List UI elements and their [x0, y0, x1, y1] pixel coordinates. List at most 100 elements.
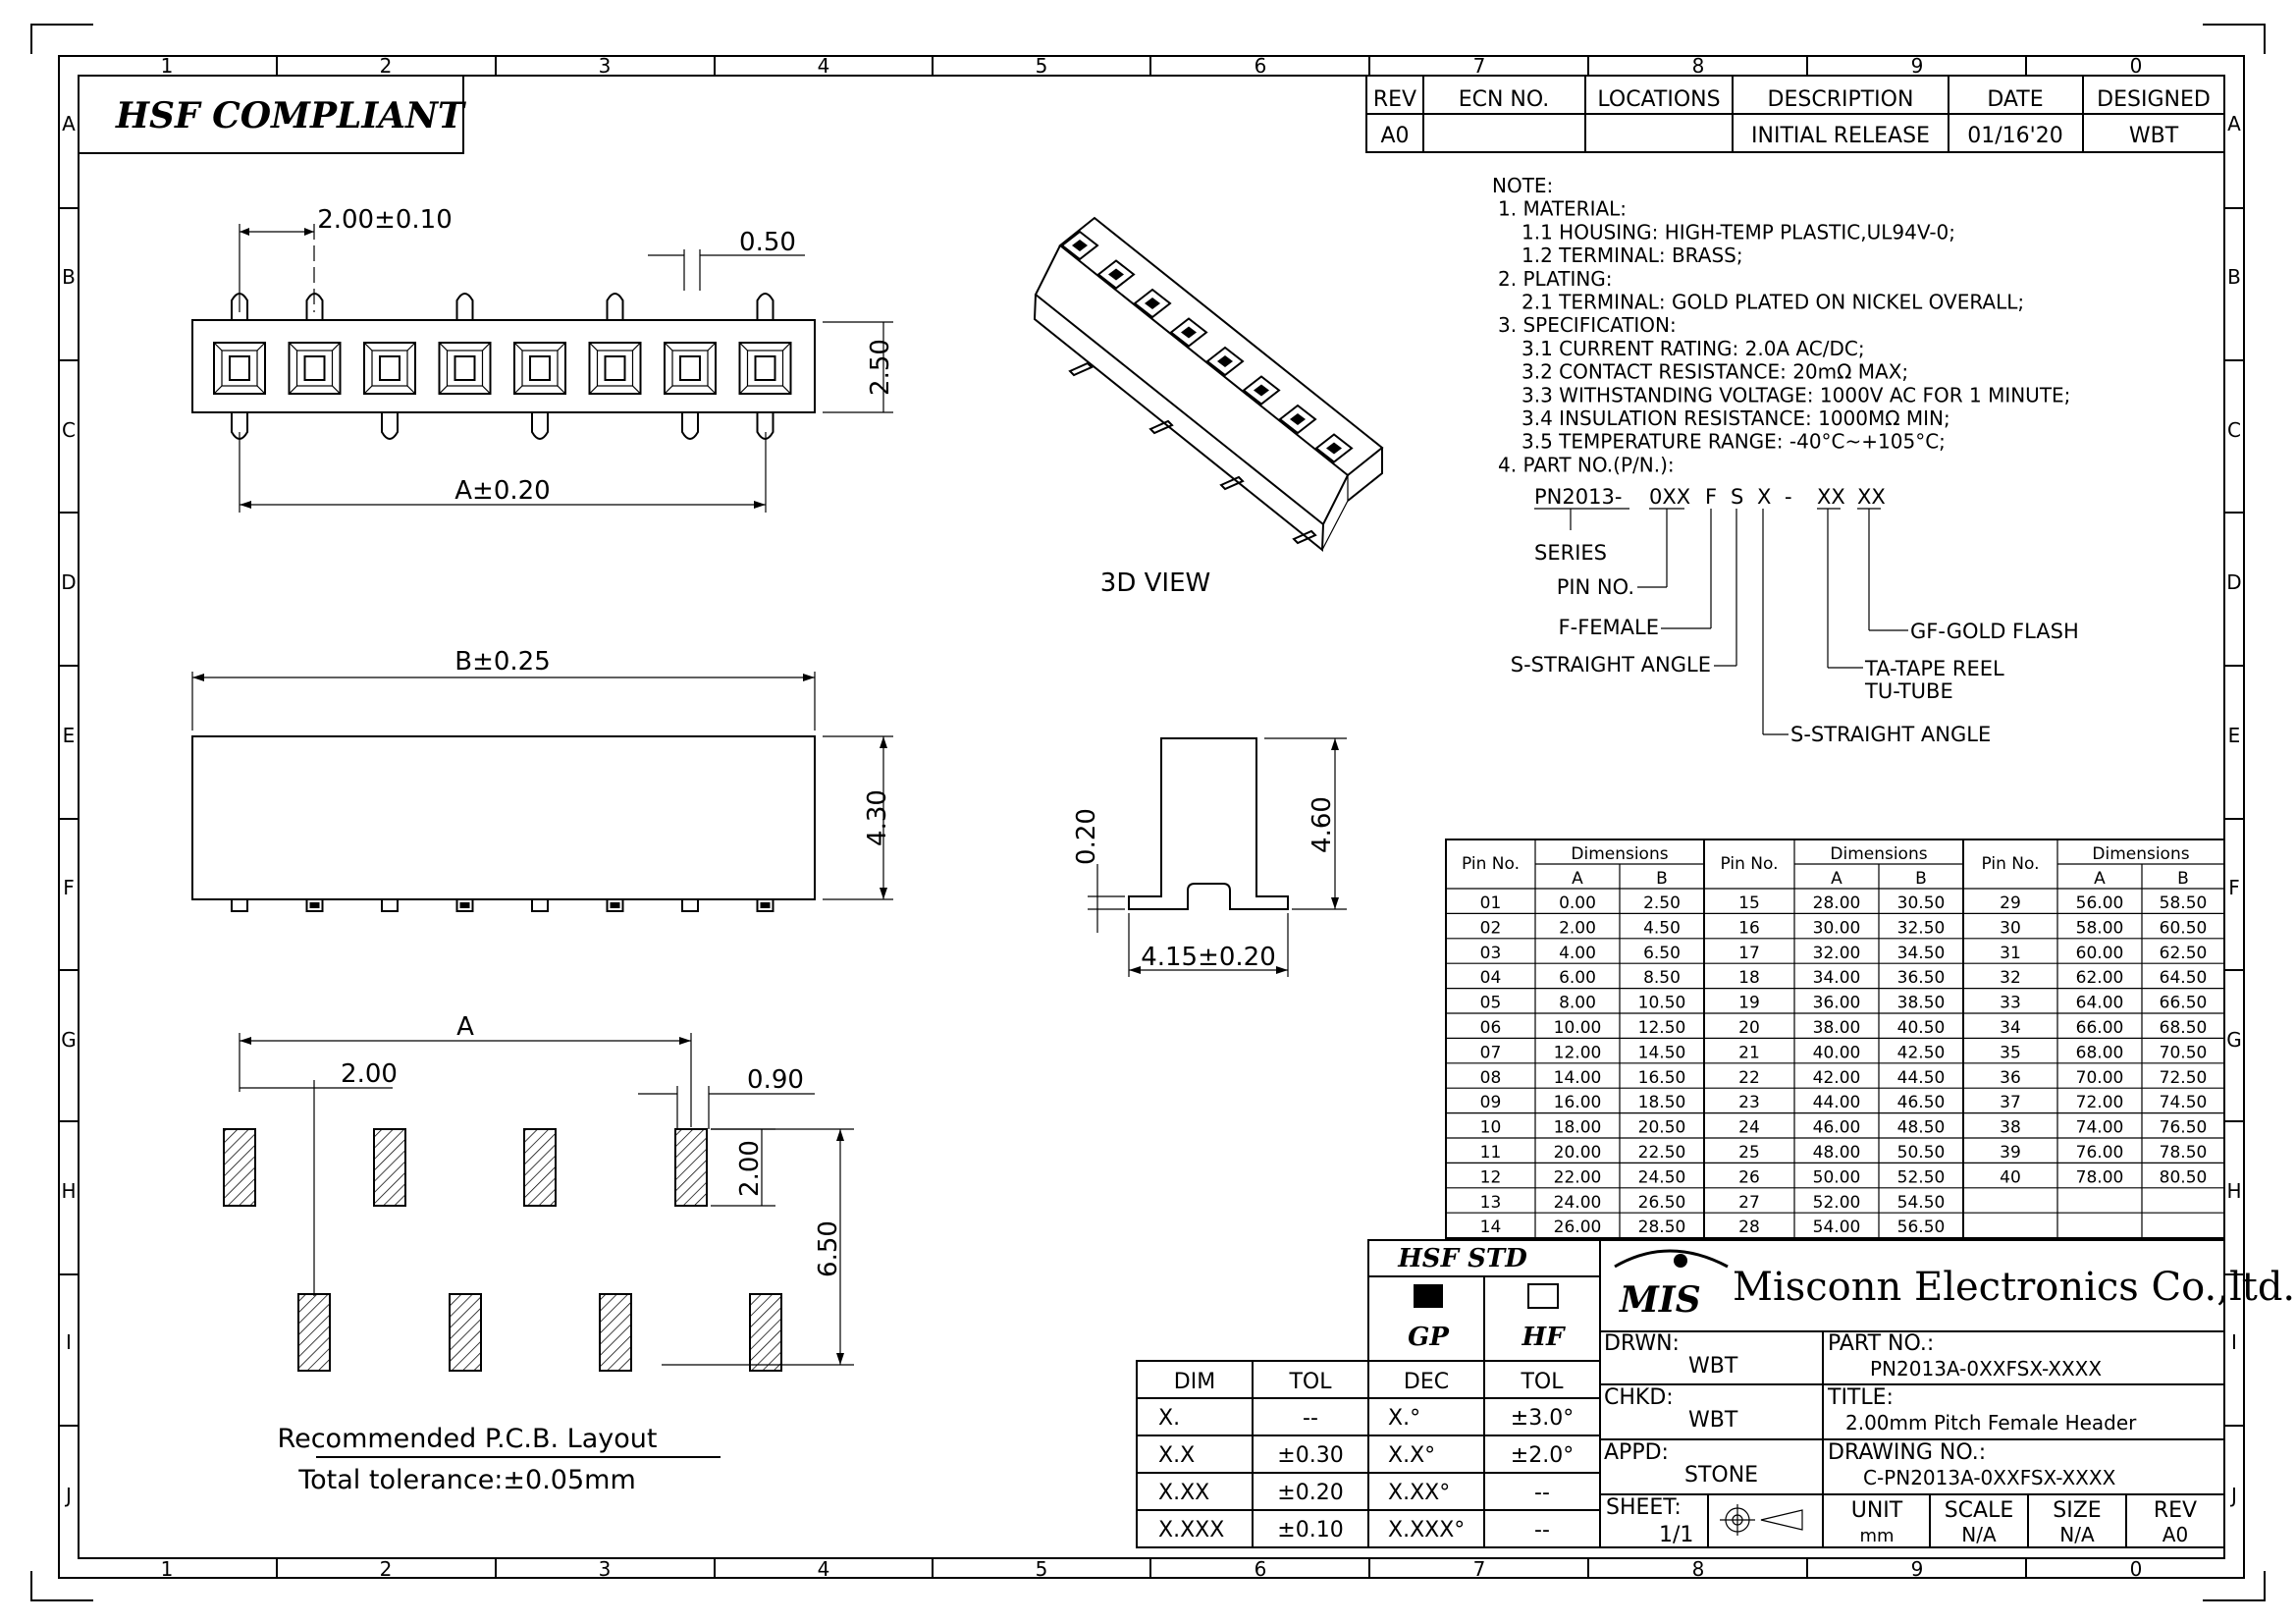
frame-row-label: G — [61, 1028, 77, 1052]
contact-edge — [482, 342, 491, 352]
iso-view: 3D VIEW — [1033, 216, 1384, 598]
contact-edge — [363, 385, 373, 395]
top-pin-up — [756, 293, 774, 320]
size-value: N/A — [2059, 1523, 2095, 1546]
size-label: SIZE — [2053, 1498, 2101, 1523]
dim-b-value: 48.50 — [1897, 1118, 1946, 1138]
contact-inner — [521, 350, 559, 387]
frame-row-label: B — [2227, 265, 2241, 289]
dim-a-header: A — [2094, 869, 2106, 889]
rev-row-date: 01/16'20 — [1967, 124, 2062, 148]
iso-pin — [1219, 475, 1245, 491]
title-label: TITLE: — [1827, 1385, 1894, 1410]
note-line: 3.3 WITHSTANDING VOLTAGE: 1000V AC FOR 1… — [1522, 383, 2070, 406]
dim-a-value: 18.00 — [1554, 1118, 1602, 1138]
dim-a-value: 0.00 — [1559, 893, 1596, 913]
contact-edge — [664, 342, 673, 352]
dim-a-value: 74.00 — [2076, 1118, 2124, 1138]
label-gold-flash: GF-GOLD FLASH — [1910, 620, 2079, 643]
dim-a-value: 10.00 — [1554, 1018, 1602, 1038]
view-3d-label: 3D VIEW — [1100, 568, 1210, 598]
contact-hole — [379, 355, 400, 381]
dim-b-value: 2.50 — [1643, 893, 1681, 913]
dim-b-length: B±0.25 — [454, 647, 551, 677]
dim-pcb-pad-width: 0.90 — [747, 1065, 804, 1095]
contact-outer — [513, 342, 566, 395]
contact-hole — [754, 355, 776, 381]
frame-col-label: 5 — [1036, 54, 1048, 78]
dim-a-value: 76.00 — [2076, 1143, 2124, 1163]
dim-b-value: 16.50 — [1638, 1068, 1686, 1088]
contact-hole — [229, 355, 250, 381]
frame-col-label: 1 — [161, 1557, 174, 1581]
revision-table: REV ECN NO. LOCATIONS DESCRIPTION DATE D… — [1365, 75, 2225, 153]
frame-col-label: 1 — [161, 54, 174, 78]
contact-edge — [289, 385, 297, 395]
dim-dimensions-header: Dimensions — [1571, 844, 1668, 864]
frame-col-label: 4 — [818, 1557, 830, 1581]
dim-end-height: 4.60 — [1308, 796, 1337, 853]
rev-label: REV — [2154, 1498, 2197, 1523]
tol-dim-4: X.XXX — [1158, 1518, 1224, 1543]
contact-outer — [288, 342, 342, 395]
dim-b-value: 72.50 — [2160, 1068, 2208, 1088]
dim-a-value: 66.00 — [2076, 1018, 2124, 1038]
frame-row-label: I — [2231, 1330, 2237, 1354]
iso-hole — [1060, 230, 1099, 261]
rev-header-rev: REV — [1373, 87, 1416, 112]
dim-pin-no: 34 — [2000, 1018, 2021, 1038]
hsf-tol-2: ±2.0° — [1511, 1443, 1574, 1468]
frame-col-label: 7 — [1473, 1557, 1486, 1581]
dim-a-value: 6.00 — [1559, 968, 1596, 988]
dim-b-value: 32.50 — [1897, 918, 1946, 938]
note-line: NOTE: — [1492, 174, 1553, 197]
dim-a-value: 70.00 — [2076, 1068, 2124, 1088]
side-foot-mark — [459, 902, 470, 908]
dim-b-header: B — [1656, 869, 1668, 889]
frame-col-label: 4 — [818, 54, 830, 78]
dim-pin-no: 20 — [1738, 1018, 1760, 1038]
dim-pin-no: 13 — [1480, 1193, 1502, 1213]
contact-inner — [221, 350, 258, 387]
dim-a-value: 54.00 — [1813, 1218, 1861, 1237]
contact-edge — [589, 342, 598, 352]
hsf-std-table: HSF STD GP HF DEC TOL X.° ±3.0° X.X° ±2.… — [1367, 1239, 1601, 1548]
dim-pin-no: 35 — [2000, 1043, 2021, 1062]
contact-inner — [596, 350, 634, 387]
dim-a-value: 52.00 — [1813, 1193, 1861, 1213]
iso-hole — [1133, 288, 1172, 319]
dim-pcb-row: 6.50 — [814, 1220, 843, 1277]
chkd-value: WBT — [1688, 1408, 1738, 1433]
dim-a-value: 46.00 — [1813, 1118, 1861, 1138]
hsf-dec-1: X.° — [1388, 1406, 1420, 1431]
dim-b-value: 6.50 — [1643, 944, 1681, 963]
hf-box-icon — [1527, 1283, 1559, 1309]
frame-row-label: F — [63, 876, 75, 899]
dim-b-value: 40.50 — [1897, 1018, 1946, 1038]
contact-hole — [303, 355, 326, 381]
unit-label: UNIT — [1851, 1498, 1903, 1523]
hsf-std-title: HSF STD — [1397, 1244, 1527, 1273]
hsf-dec-3: X.XX° — [1388, 1481, 1450, 1505]
dim-a-value: 32.00 — [1813, 944, 1861, 963]
dim-pin-no: 26 — [1738, 1167, 1760, 1187]
hsf-tol-3: -- — [1534, 1481, 1550, 1505]
iso-hole — [1096, 259, 1136, 290]
hsf-gp: GP — [1408, 1323, 1450, 1352]
contact-inner — [295, 350, 334, 387]
tolerance-table: DIM TOL X. -- X.X ±0.30 X.XX ±0.20 X.XXX… — [1136, 1360, 1369, 1548]
frame-col-label: 2 — [380, 54, 393, 78]
dim-pin-no: 08 — [1480, 1068, 1502, 1088]
dim-pin-no: 16 — [1738, 918, 1760, 938]
rev-value: A0 — [2163, 1523, 2188, 1546]
frame-row-label: B — [62, 265, 76, 289]
frame-col-label: 8 — [1692, 1557, 1705, 1581]
dim-a-value: 16.00 — [1554, 1093, 1602, 1112]
note-line: 4. PART NO.(P/N.): — [1498, 453, 1675, 476]
dim-pin-no: 04 — [1480, 968, 1502, 988]
side-foot-mark — [760, 902, 771, 908]
part-code-prefix: PN2013- — [1534, 485, 1622, 509]
label-tape-reel: TA-TAPE REEL — [1864, 657, 2004, 680]
